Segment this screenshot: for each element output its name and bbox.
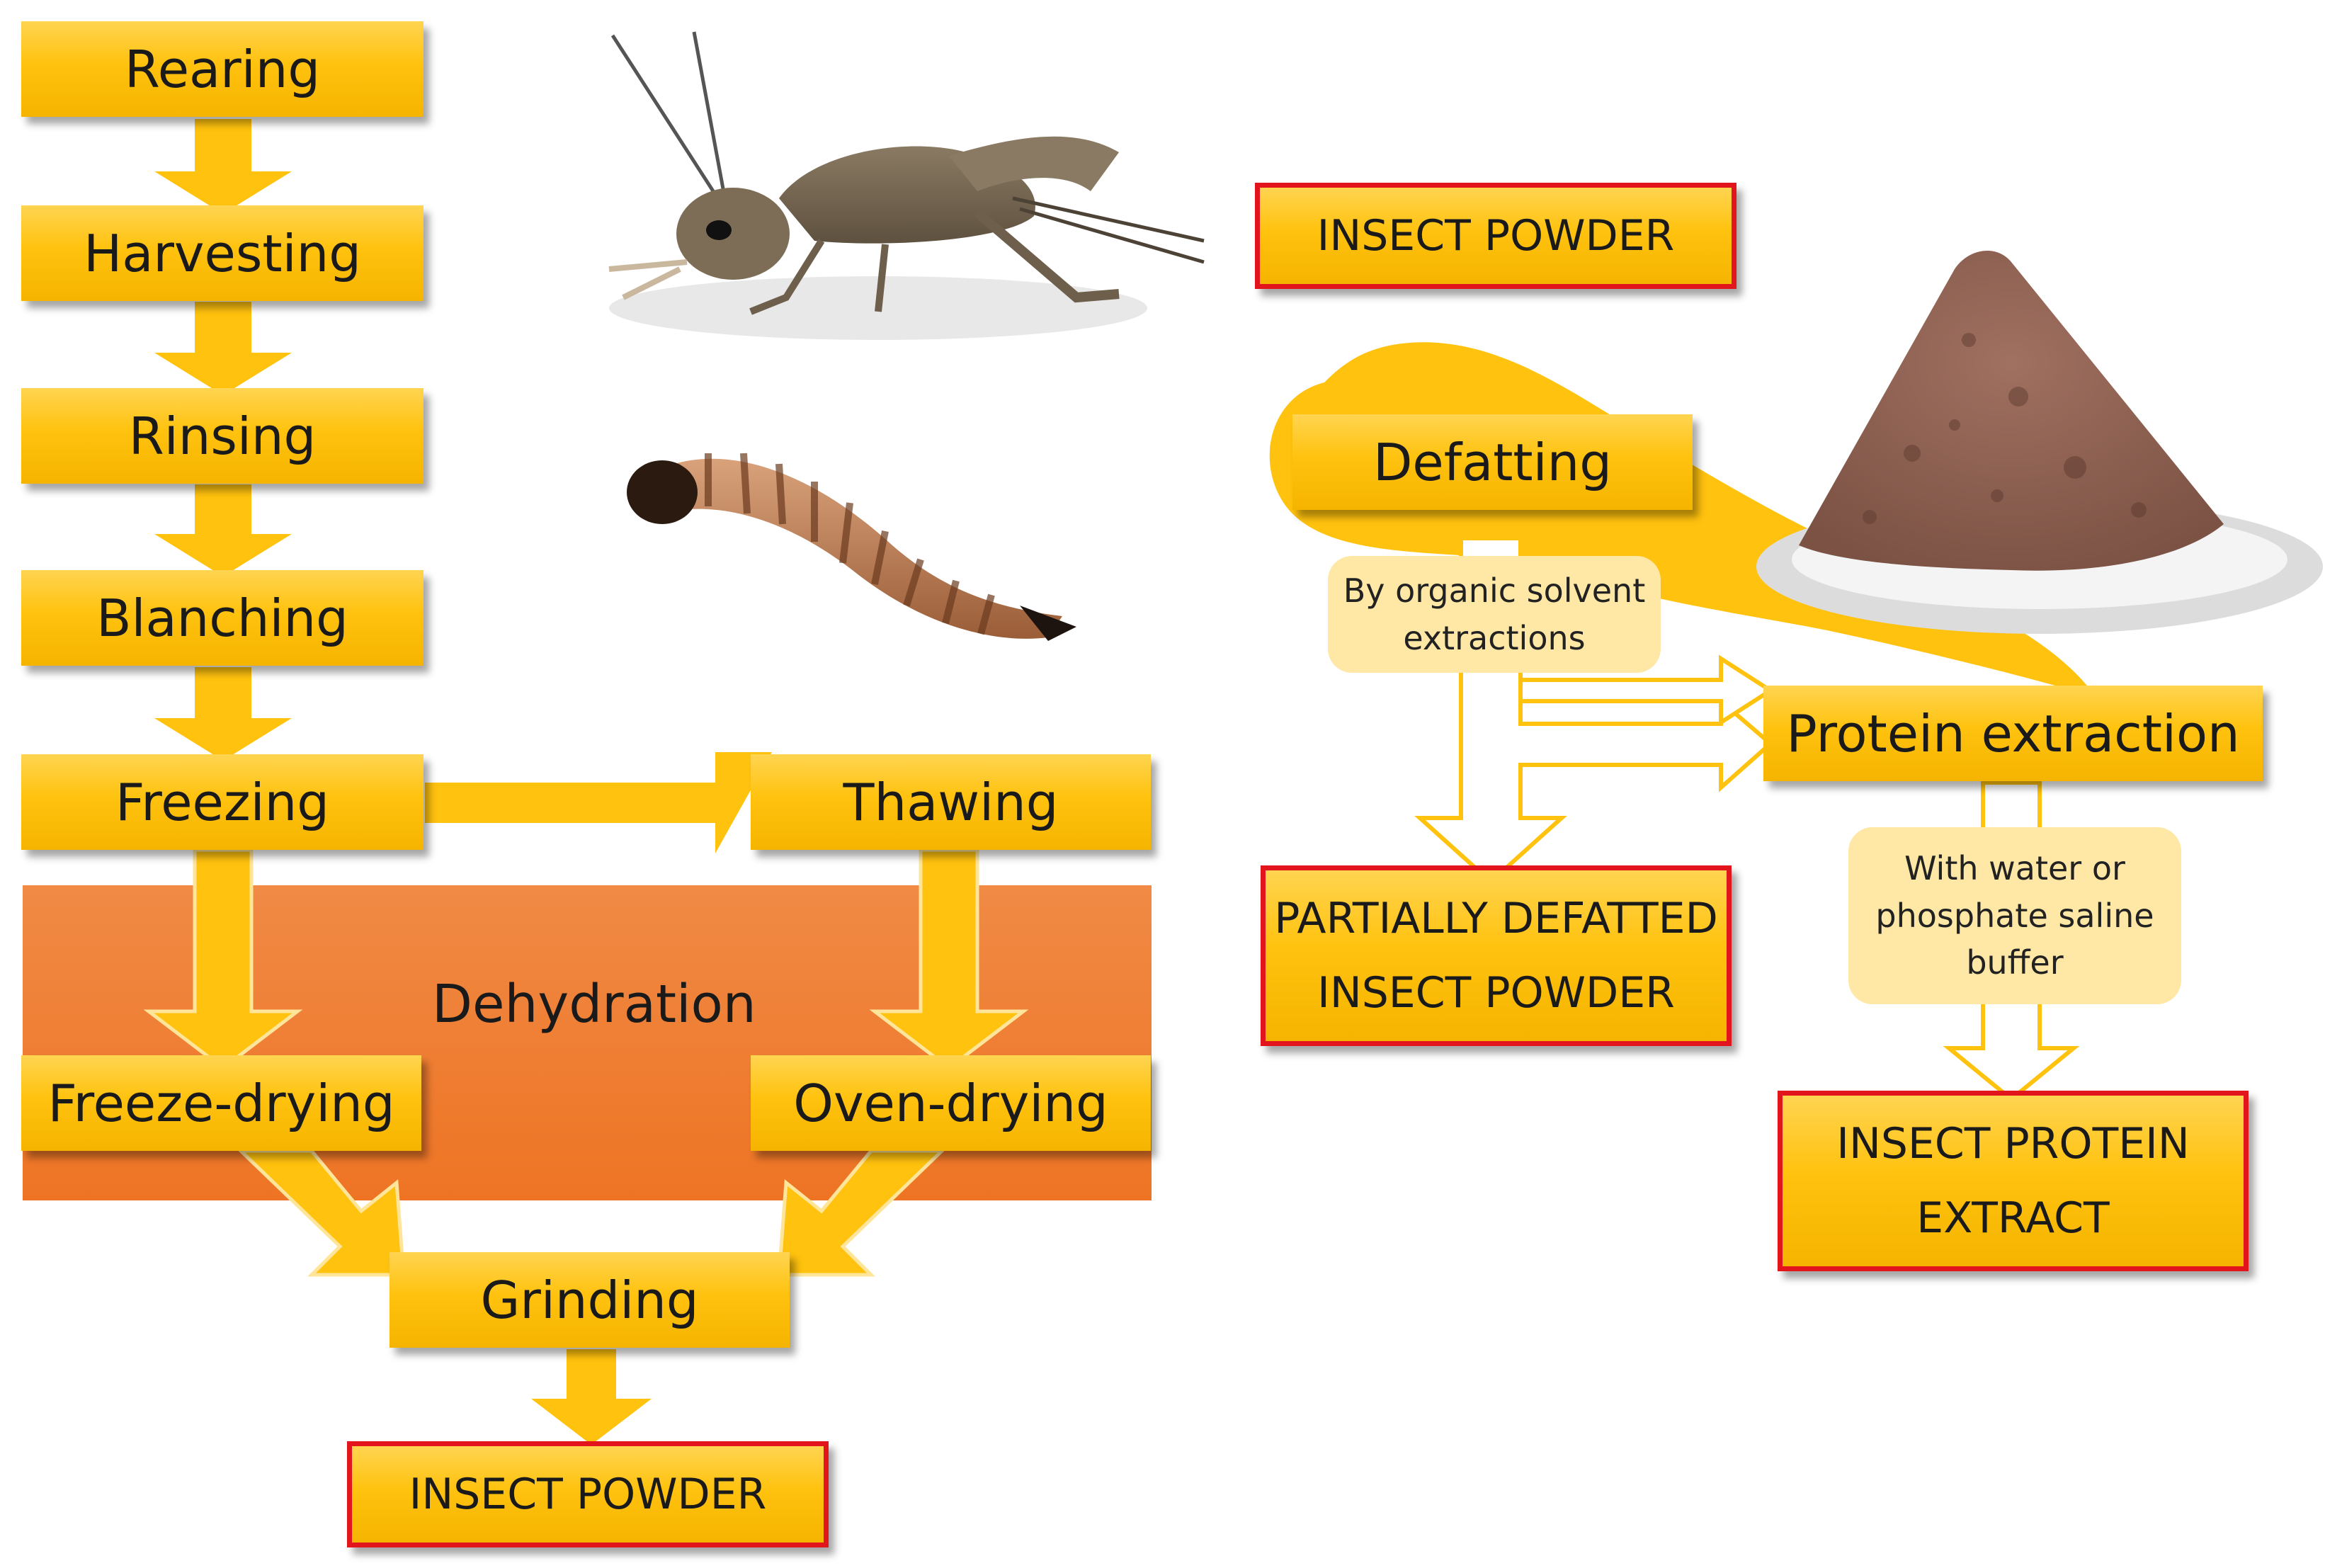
arrow-blanching-freezing [154,667,292,761]
protein-output-line-1: INSECT PROTEIN [1836,1118,2190,1169]
arrow-freezing-thawing [425,752,772,853]
protein-output-line-2: EXTRACT [1916,1193,2110,1243]
step-blanching: Blanching [21,570,423,666]
dehydration-arrows [143,848,1029,1277]
defatting-note-line-2: extractions [1403,618,1586,657]
step-harvesting: Harvesting [21,205,423,301]
arrow-rearing-harvesting [154,119,292,214]
extraction-note-line-1: With water or [1904,848,2125,887]
extraction-note-line-2: phosphate saline [1875,896,2154,935]
defatted-output-line-1: PARTIALLY DEFATTED [1274,893,1718,943]
arrow-ovendrying-grinding [777,1149,947,1277]
extraction-note-line-3: buffer [1966,943,2064,982]
mealworm-illustration [627,453,1076,641]
step-grinding: Grinding [390,1252,790,1348]
arrow-thawing-ovendrying [869,848,1029,1071]
step-thawing: Thawing [751,754,1151,850]
insect-powder-illustration [1756,250,2323,634]
step-oven-drying: Oven-drying [751,1055,1151,1151]
arrow-harvesting-rinsing [154,302,292,395]
output-insect-powder: INSECT POWDER [347,1441,829,1547]
defatting-note: By organic solvent extractions [1328,556,1661,673]
step-rinsing: Rinsing [21,388,423,484]
defatted-output-line-2: INSECT POWDER [1317,967,1675,1018]
step-freeze-drying: Freeze-drying [21,1055,421,1151]
dehydration-label: Dehydration [432,974,756,1035]
flow-arrows [154,119,772,1445]
arrow-rinsing-blanching [154,484,292,576]
step-freezing: Freezing [21,754,423,850]
step-defatting: Defatting [1292,414,1693,510]
defatting-note-line-1: By organic solvent [1343,571,1646,610]
input-insect-powder: INSECT POWDER [1255,183,1736,289]
arrow-grinding-output [531,1349,652,1445]
arrow-freezedrying-grinding [236,1149,406,1277]
step-rearing: Rearing [21,21,423,117]
output-insect-protein-extract: INSECT PROTEIN EXTRACT [1778,1091,2249,1271]
output-partially-defatted-powder: PARTIALLY DEFATTED INSECT POWDER [1261,865,1732,1046]
extraction-note: With water or phosphate saline buffer [1848,827,2181,1004]
cricket-illustration [608,31,1205,340]
step-protein-extraction: Protein extraction [1763,686,2263,781]
arrow-freezing-freezedrying [143,848,303,1071]
